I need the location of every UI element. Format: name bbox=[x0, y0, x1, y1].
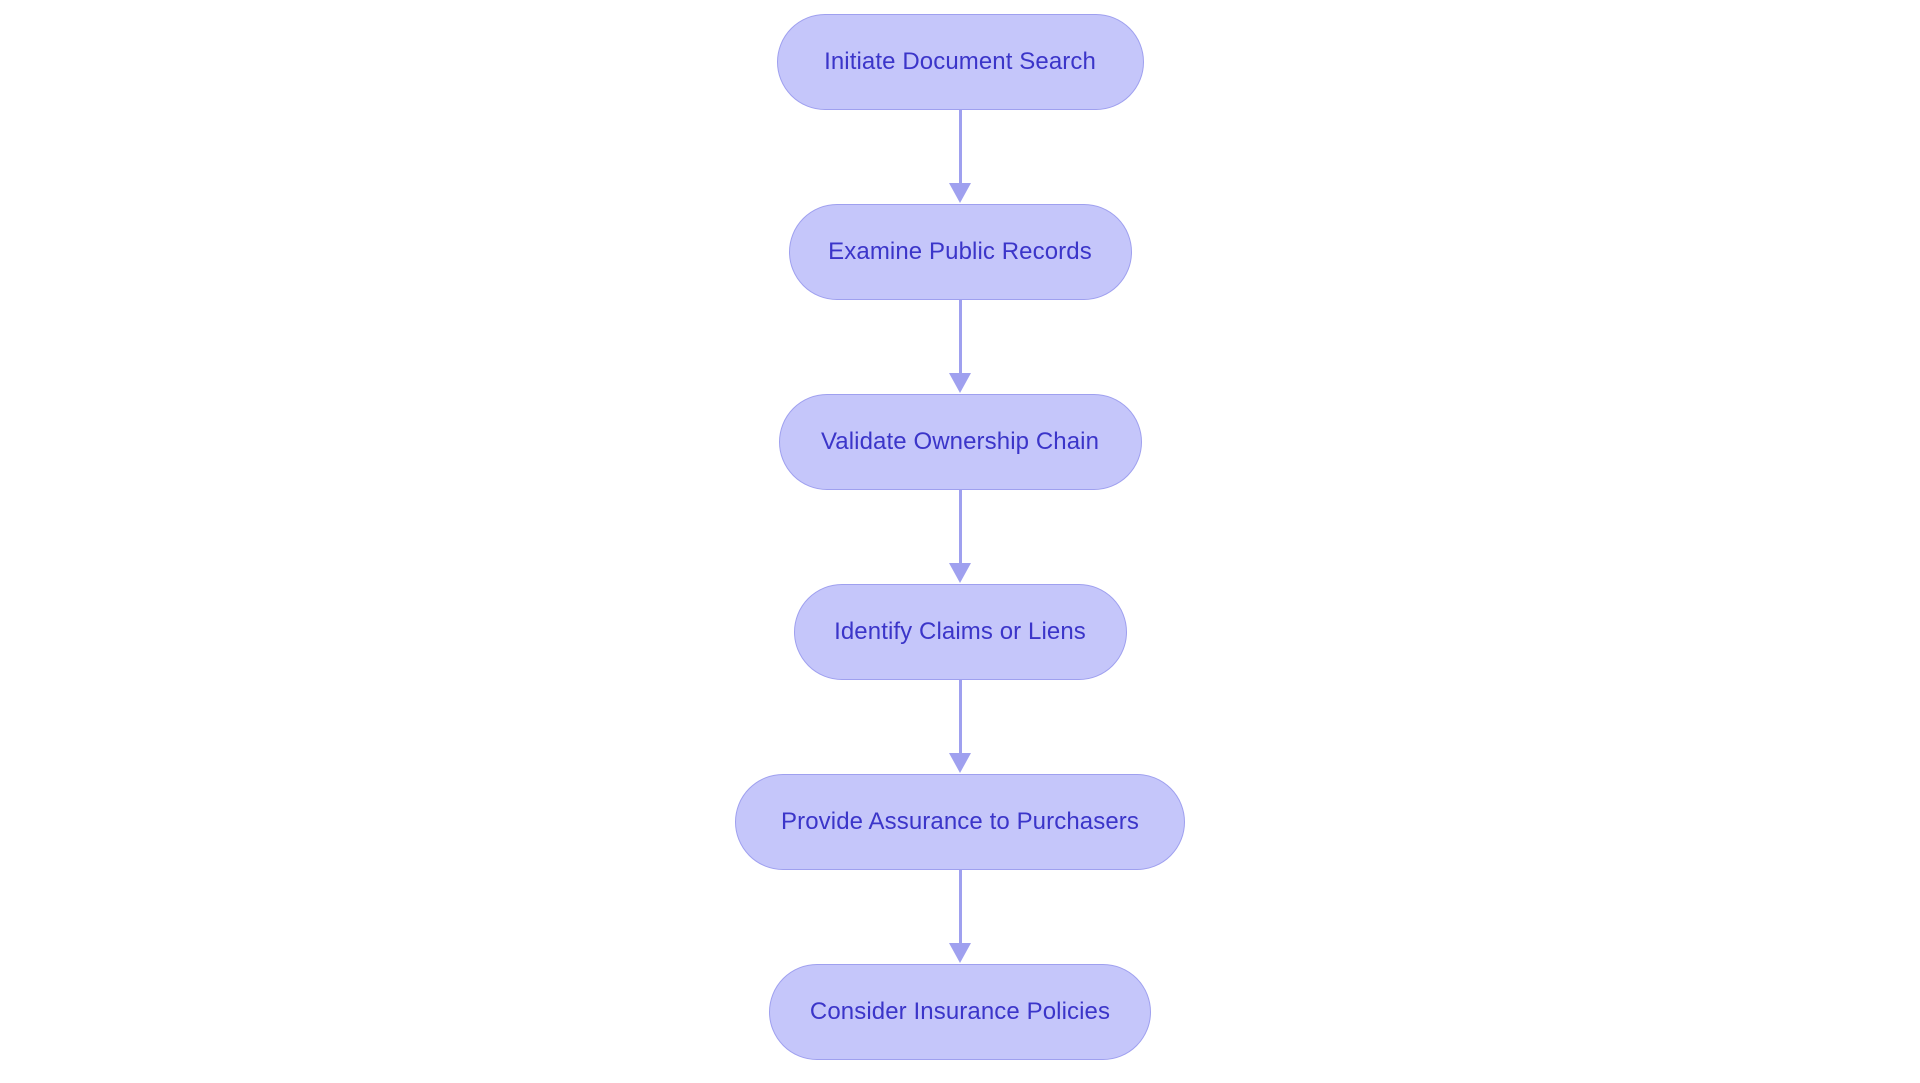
down-arrow-icon bbox=[949, 563, 971, 583]
flowchart-node-label: Provide Assurance to Purchasers bbox=[781, 808, 1139, 835]
down-arrow-icon bbox=[949, 183, 971, 203]
flowchart-node-label: Initiate Document Search bbox=[824, 48, 1096, 75]
flowchart-node-label: Validate Ownership Chain bbox=[820, 428, 1100, 455]
edge-line bbox=[958, 300, 962, 374]
down-arrow-icon bbox=[949, 373, 971, 393]
flowchart-edge-step-5-to-step-6 bbox=[948, 870, 972, 964]
flowchart-node-label: Examine Public Records bbox=[828, 238, 1092, 265]
flowchart-node-step-5[interactable]: Provide Assurance to Purchasers bbox=[735, 774, 1185, 870]
flowchart-node-label: Consider Insurance Policies bbox=[809, 998, 1111, 1025]
flowchart-edge-step-1-to-step-2 bbox=[948, 110, 972, 204]
edge-line bbox=[958, 490, 962, 564]
flowchart-node-step-3[interactable]: Validate Ownership Chain bbox=[778, 394, 1142, 490]
down-arrow-icon bbox=[949, 753, 971, 773]
flowchart-node-label: Identify Claims or Liens bbox=[834, 618, 1086, 645]
edge-line bbox=[958, 870, 962, 944]
flowchart-node-step-6[interactable]: Consider Insurance Policies bbox=[769, 964, 1151, 1060]
flowchart-edge-step-4-to-step-5 bbox=[948, 680, 972, 774]
edge-line bbox=[958, 110, 962, 184]
flowchart-edge-step-2-to-step-3 bbox=[948, 300, 972, 394]
flowchart-node-step-4[interactable]: Identify Claims or Liens bbox=[793, 584, 1127, 680]
down-arrow-icon bbox=[949, 943, 971, 963]
edge-line bbox=[958, 680, 962, 754]
flowchart-node-step-1[interactable]: Initiate Document Search bbox=[776, 14, 1144, 110]
flowchart-node-step-2[interactable]: Examine Public Records bbox=[788, 204, 1132, 300]
flowchart-edge-step-3-to-step-4 bbox=[948, 490, 972, 584]
